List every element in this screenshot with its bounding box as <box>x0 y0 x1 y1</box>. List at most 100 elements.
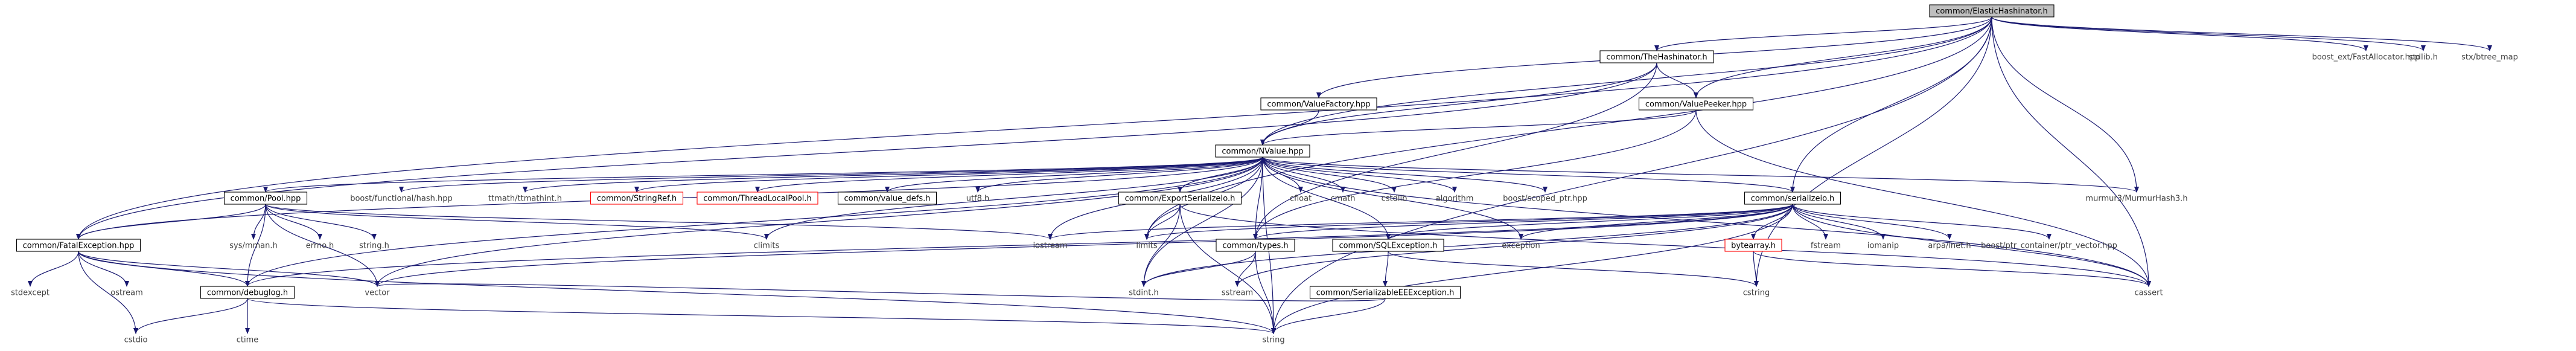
graph-node-mm: murmur3/MurmurHash3.h <box>2085 195 2187 204</box>
graph-node-tt: ttmath/ttmathint.h <box>488 195 562 204</box>
node-label: utf8.h <box>966 195 990 204</box>
graph-node-nv[interactable]: common/NValue.hpp <box>1215 144 1310 158</box>
node-label: common/SerializableEEException.h <box>1316 289 1455 298</box>
edge-ser-to-arpa <box>1792 204 1952 240</box>
node-label: string <box>1262 336 1284 345</box>
graph-node-exception: exception <box>1502 242 1540 251</box>
edge-bytearray-to-cstring <box>1753 251 1759 287</box>
edge-eh-to-limits <box>1144 16 1992 240</box>
node-label: stdint.h <box>1129 289 1158 298</box>
node-box <box>1332 239 1444 252</box>
edge-fe-to-cstdio <box>78 251 138 334</box>
graph-node-cstdio: cstdio <box>124 336 148 345</box>
graph-node-cassert: cassert <box>2134 289 2163 298</box>
node-label: common/types.h <box>1222 242 1288 251</box>
node-label: cstdio <box>124 336 148 345</box>
edge-ser-to-stdint <box>1141 204 1793 287</box>
node-label: bytearray.h <box>1731 242 1776 251</box>
edge-nv-to-tt <box>523 156 1263 193</box>
graph-node-string: string <box>1262 336 1284 345</box>
edge-eh-to-stdlib <box>1991 16 2426 51</box>
node-label: stdlib.h <box>2409 53 2438 62</box>
edge-nv-to-ser <box>1262 156 1795 193</box>
graph-node-ostream: ostream <box>110 289 143 298</box>
node-label: cfloat <box>1290 195 1312 204</box>
edge-ser-to-bptr <box>1792 204 2052 240</box>
edge-pool-to-errno <box>265 204 322 240</box>
node-label: boost_ext/FastAllocator.hpp <box>2312 53 2420 62</box>
edge-ser-to-iostream <box>1048 204 1793 240</box>
edge-types-to-string <box>1255 251 1276 334</box>
edge-see-to-string <box>1271 298 1386 334</box>
graph-node-bytearray[interactable]: bytearray.h <box>1724 239 1782 252</box>
edge-eh-to-ser <box>1790 16 1992 193</box>
node-label: common/SQLException.h <box>1339 242 1437 251</box>
node-box <box>1599 50 1714 63</box>
graph-node-stdint: stdint.h <box>1129 289 1158 298</box>
edge-bytearray-to-cassert <box>1753 251 2151 287</box>
graph-node-ctime: ctime <box>237 336 259 345</box>
graph-node-vf[interactable]: common/ValueFactory.hpp <box>1260 97 1377 111</box>
node-label: climits <box>754 242 780 251</box>
edge-pool-to-iostream <box>265 204 1053 240</box>
node-box <box>697 192 818 205</box>
node-box <box>200 286 295 299</box>
graph-node-th[interactable]: common/TheHashinator.h <box>1599 50 1714 63</box>
graph-node-pool[interactable]: common/Pool.hpp <box>223 192 308 205</box>
edge-pool-to-dbg <box>245 204 266 287</box>
edge-vp-to-cassert <box>1695 109 2151 287</box>
edge-ser-to-cassert <box>1792 204 2151 287</box>
edge-nv-to-mm <box>1262 156 2139 193</box>
graph-node-vector: vector <box>365 289 390 298</box>
edge-eh-to-vp <box>1694 16 1992 98</box>
graph-node-eh[interactable]: common/ElasticHashinator.h <box>1929 4 2055 18</box>
graph-node-vd[interactable]: common/value_defs.h <box>837 192 937 205</box>
edge-nv-to-cstdlib <box>1262 156 1397 193</box>
node-label: cassert <box>2134 289 2163 298</box>
graph-node-ser[interactable]: common/serializeio.h <box>1744 192 1841 205</box>
node-label: string.h <box>359 242 389 251</box>
node-label: algorithm <box>1436 195 1474 204</box>
graph-node-tlp[interactable]: common/ThreadLocalPool.h <box>697 192 818 205</box>
edge-types-to-stdint <box>1141 251 1256 287</box>
edge-nv-to-bfh <box>399 156 1263 193</box>
edge-eh-to-bfa <box>1991 16 2368 51</box>
edge-eh-to-cstring <box>1754 16 1992 287</box>
graph-node-stx: stx/btree_map <box>2461 53 2518 62</box>
node-label: common/ValuePeeker.hpp <box>1645 100 1747 109</box>
edge-es-to-stdint <box>1141 204 1181 287</box>
graph-node-vp[interactable]: common/ValuePeeker.hpp <box>1638 97 1754 111</box>
graph-node-stdexcept: stdexcept <box>11 289 49 298</box>
edge-ser-to-fstream <box>1792 204 1828 240</box>
edge-nv-to-stdint <box>1141 156 1263 287</box>
graph-node-limits: limits <box>1136 242 1158 251</box>
node-label: exception <box>1502 242 1540 251</box>
edge-sqlex-to-see <box>1383 251 1389 287</box>
edge-fe-to-stdexcept <box>28 251 79 287</box>
edge-sqlex-to-cstring <box>1388 251 1759 287</box>
node-label: common/ThreadLocalPool.h <box>703 195 811 204</box>
graph-node-sr[interactable]: common/StringRef.h <box>590 192 684 205</box>
graph-node-sqlex[interactable]: common/SQLException.h <box>1332 239 1444 252</box>
graph-node-see[interactable]: common/SerializableEEException.h <box>1309 286 1461 299</box>
graph-node-es[interactable]: common/ExportSerializeIo.h <box>1118 192 1242 205</box>
edge-ser-to-vector <box>375 204 1793 287</box>
graph-node-cstring: cstring <box>1743 289 1770 298</box>
edge-nv-to-sqlex <box>1262 156 1391 240</box>
graph-node-stdlib: stdlib.h <box>2409 53 2438 62</box>
node-label: common/ValueFactory.hpp <box>1267 100 1370 109</box>
graph-node-cfloat: cfloat <box>1290 195 1312 204</box>
node-label: cmath <box>1330 195 1355 204</box>
edge-eh-to-cassert <box>1991 16 2151 287</box>
node-label: common/TheHashinator.h <box>1606 53 1707 62</box>
graph-node-types[interactable]: common/types.h <box>1216 239 1295 252</box>
graph-node-fe[interactable]: common/FatalException.hpp <box>16 239 141 252</box>
edge-dbg-to-string <box>247 298 1276 334</box>
graph-node-fstream: fstream <box>1811 242 1841 251</box>
graph-node-algorithm: algorithm <box>1436 195 1474 204</box>
graph-node-dbg[interactable]: common/debuglog.h <box>200 286 295 299</box>
node-label: cstdlib <box>1382 195 1408 204</box>
node-box <box>1929 4 2055 18</box>
edge-nv-to-algorithm <box>1262 156 1457 193</box>
